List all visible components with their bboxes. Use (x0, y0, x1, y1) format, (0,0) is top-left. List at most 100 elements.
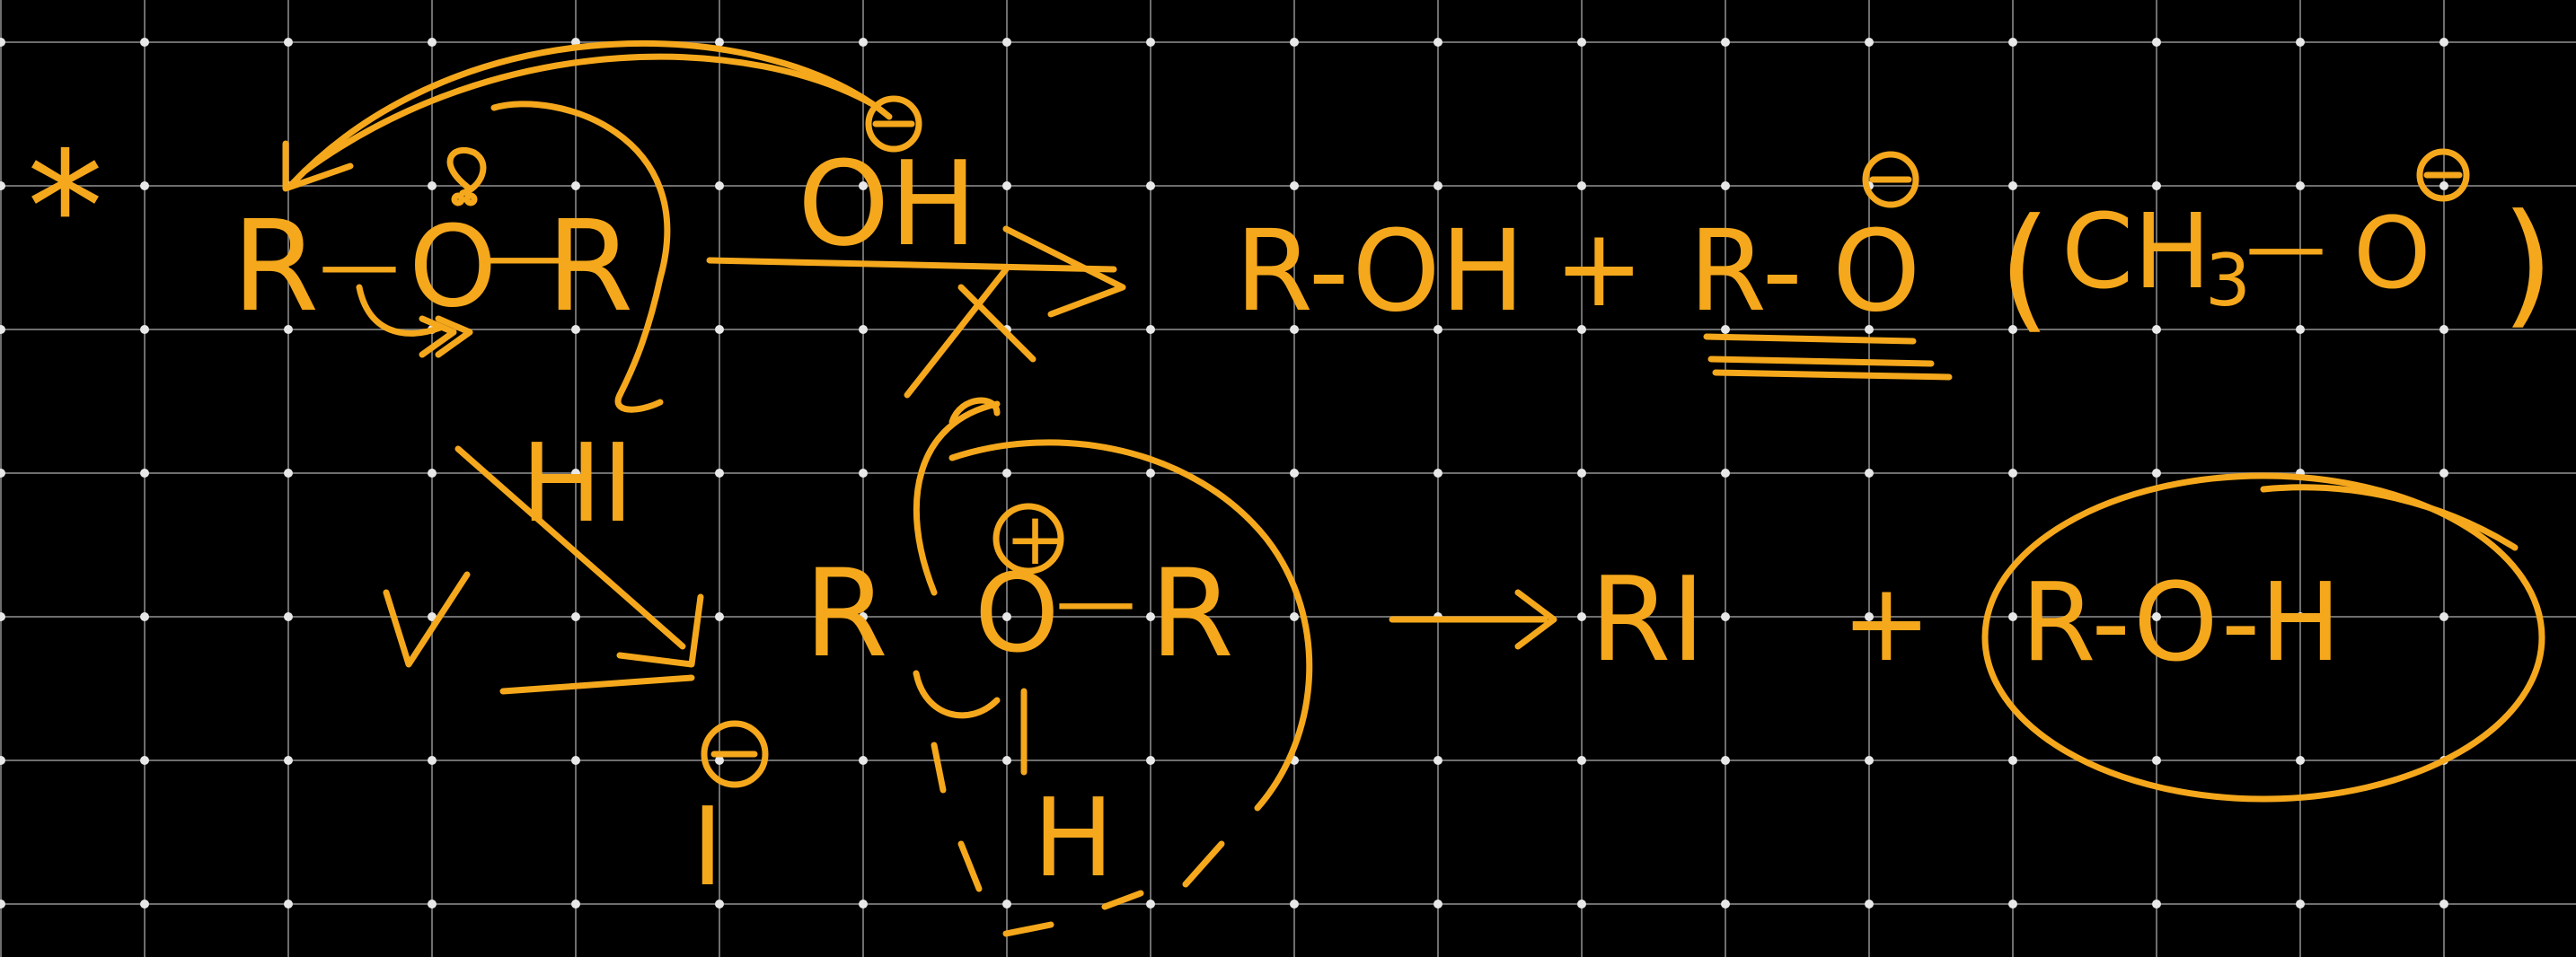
grid-dot (2296, 38, 2305, 47)
grid-dot (2296, 325, 2305, 334)
row2-reaction-arrowhead (1514, 589, 1557, 650)
product2-r: R- (1689, 206, 1803, 337)
reaction-arrow (706, 257, 1117, 273)
intermediate-o: O (975, 552, 1059, 677)
grid-dot (571, 181, 580, 190)
arrowhead (282, 140, 354, 192)
grid-dot (2152, 325, 2161, 334)
grid-dot (140, 612, 149, 621)
grid-dot (1002, 900, 1011, 909)
methyl-subscript: 3 (2205, 239, 2251, 322)
methoxide-charge-circle (2416, 148, 2470, 202)
product2-underline-3 (1712, 369, 1953, 381)
paren-open: ( (1998, 190, 2051, 347)
grid-dot (2152, 38, 2161, 47)
lone-pair-loop (446, 146, 487, 197)
grid-dot (140, 469, 149, 478)
cross-out-stroke-2 (957, 284, 1037, 363)
grid-dot (571, 900, 580, 909)
grid-dot (1002, 38, 1011, 47)
grid-dot (1577, 38, 1586, 47)
iodide-charge-circle (701, 720, 769, 788)
curved-arrow-small (356, 284, 444, 337)
grid-dot (1434, 756, 1442, 765)
iodide: I (692, 786, 723, 910)
grid-dot (2439, 469, 2448, 478)
grid-dot (1290, 900, 1299, 909)
grid-dot (859, 325, 868, 334)
product2-underline-2 (1707, 356, 1935, 367)
grid-dot (1290, 38, 1299, 47)
grid-dot (1721, 756, 1730, 765)
grid-dot (1146, 612, 1155, 621)
grid-dot (1721, 325, 1730, 334)
grid-dot (2439, 325, 2448, 334)
grid-dot (1290, 469, 1299, 478)
grid-dot (140, 38, 149, 47)
product-r-o-h: R-O-H (2021, 561, 2341, 686)
grid-dot (428, 612, 437, 621)
grid-dot (0, 469, 5, 478)
grid-dot (0, 325, 5, 334)
grid-dot (1721, 38, 1730, 47)
grid-dot (2439, 612, 2448, 621)
product-ri: RI (1590, 551, 1706, 688)
reactant-r2: R (546, 194, 633, 340)
grid-dot (1290, 181, 1299, 190)
curved-arrow-attack (288, 40, 893, 188)
grid-dot (140, 181, 149, 190)
grid-dot (859, 181, 868, 190)
intermediate-charge: + (1005, 497, 1065, 581)
grid-dot (0, 612, 5, 621)
grid-dot (1434, 38, 1442, 47)
double-arrowhead-2 (435, 315, 473, 358)
row2-down-arrowhead (616, 593, 704, 668)
paren-close: ) (2501, 186, 2554, 342)
curved-arrow-attack-2 (302, 53, 879, 174)
row2-line (499, 674, 695, 695)
grid-dot (0, 38, 5, 47)
grid-dot (571, 756, 580, 765)
product2-charge-circle (1862, 151, 1919, 208)
grid-dot (859, 38, 868, 47)
grid-dot (2439, 181, 2448, 190)
grid-dot (1290, 612, 1299, 621)
grid-dot (2008, 756, 2017, 765)
curved-arrow-bond-tail (614, 391, 664, 413)
grid-dot (1434, 181, 1442, 190)
intermediate-bond: — (1055, 554, 1136, 648)
reactant-bond2: — (485, 208, 566, 303)
grid-dot (2008, 38, 2017, 47)
hydroxide-charge-circle (865, 95, 922, 153)
grid-dot (1146, 181, 1155, 190)
grid-dot (0, 181, 5, 190)
grid-dot (1002, 756, 1011, 765)
grid-dot (140, 900, 149, 909)
grid-dot (859, 612, 868, 621)
grid-dot (0, 756, 5, 765)
grid-dot (284, 756, 293, 765)
grid-dot (1865, 900, 1874, 909)
methyl-ch: CH (2061, 192, 2211, 312)
grid-dot (2439, 38, 2448, 47)
intermediate-h: H (1033, 777, 1114, 901)
grid-dot (1865, 325, 1874, 334)
lone-pair-dot (451, 192, 465, 206)
grid-dot (1002, 181, 1011, 190)
grid-dot (859, 900, 868, 909)
grid-dot (2296, 181, 2305, 190)
grid-dot (1577, 469, 1586, 478)
intermediate-bond-arrow (913, 670, 1001, 719)
grid-dot (715, 181, 724, 190)
methoxide-o: O (2353, 196, 2431, 311)
grid-dot (140, 756, 149, 765)
reactant-o: O (409, 202, 497, 332)
grid-dot (1721, 181, 1730, 190)
product2-underline (1703, 333, 1917, 345)
intermediate-circle-dash-3 (1002, 921, 1054, 937)
grid-dot (715, 756, 724, 765)
intermediate-circle-arc (913, 400, 1001, 596)
grid-dot (715, 469, 724, 478)
grid-dot (1146, 469, 1155, 478)
